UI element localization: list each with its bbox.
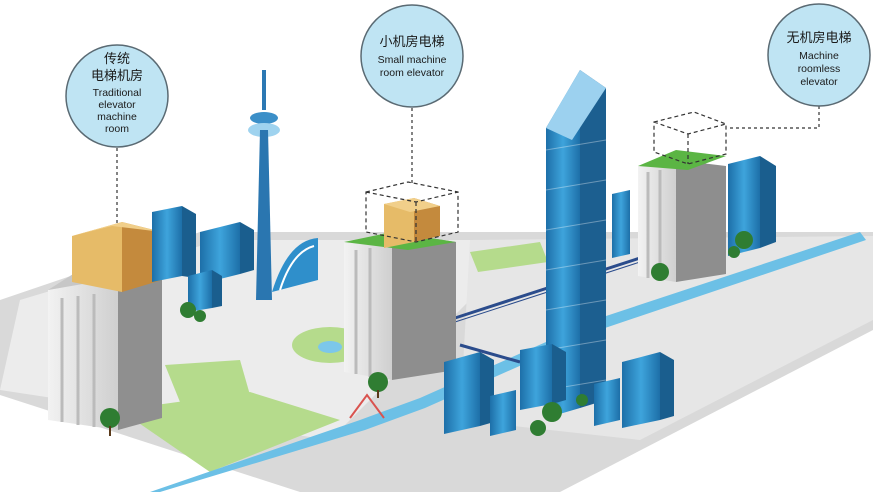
roomless-en-line2: roomless [798,63,841,75]
blue-office-blocks-right [444,344,674,436]
traditional-machine-room [72,222,122,292]
small-en-line2: room elevator [380,67,445,79]
roomless-en-line3: elevator [800,76,838,88]
river [150,232,866,492]
tv-tower [248,70,318,300]
traditional-en-line1: Traditional [93,87,142,99]
roomless-en-line1: Machine [799,50,839,62]
callout-machine-roomless: 无机房电梯 Machine roomless elevator [767,3,871,107]
small-zh-line1: 小机房电梯 [379,34,444,50]
blue-office-blocks-left [152,206,254,312]
tall-skyscraper [545,70,607,418]
traditional-en-line2: elevator [98,99,136,111]
callout-small-machine-room: 小机房电梯 Small machine room elevator [360,4,464,108]
small-en-line1: Small machine [378,54,447,66]
callout-traditional-machine-room: 传统 电梯机房 Traditional elevator machine roo… [65,44,169,148]
traditional-elevator-building [48,222,162,430]
traditional-en-line4: room [105,123,129,135]
traditional-en-line3: machine [97,111,137,123]
trees [100,231,753,436]
traditional-zh-line2: 电梯机房 [91,68,143,84]
small-machine-room-building [344,181,459,380]
traditional-zh-line1: 传统 [104,52,130,67]
callout-leaders [116,106,820,224]
machine-roomless-building [612,111,776,282]
roomless-zh-line1: 无机房电梯 [786,30,851,46]
